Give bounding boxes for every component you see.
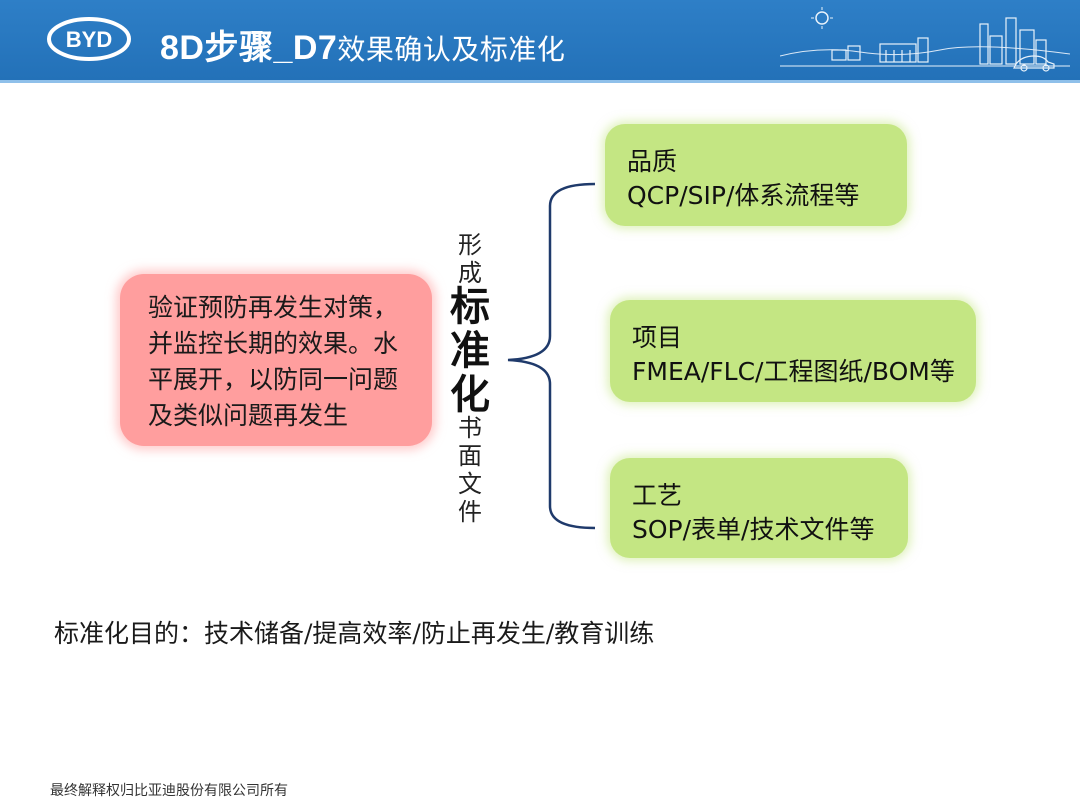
vertical-char-big: 准: [450, 328, 490, 374]
process-title: 工艺: [632, 481, 683, 510]
goal-box: 验证预防再发生对策，并监控长期的效果。水平展开，以防同一问题及类似问题再发生: [120, 274, 432, 446]
header-bar: BYD 8D步骤_D7效果确认及标准化: [0, 0, 1080, 83]
process-detail: SOP/表单/技术文件等: [632, 515, 875, 544]
city-skyline-illustration: [780, 7, 1070, 72]
project-box: 项目 FMEA/FLC/工程图纸/BOM等: [610, 300, 976, 402]
copyright-footer: 最终解释权归比亚迪股份有限公司所有: [50, 783, 288, 799]
title-main: 8D步骤_D7: [160, 29, 338, 67]
vertical-char: 成: [458, 259, 482, 287]
byd-logo: BYD: [47, 17, 131, 61]
vertical-char-big: 化: [450, 372, 490, 418]
quality-box: 品质 QCP/SIP/体系流程等: [605, 124, 907, 226]
standardization-purpose: 标准化目的：技术储备/提高效率/防止再发生/教育训练: [54, 619, 655, 648]
vertical-char: 形: [458, 231, 482, 259]
page-title: 8D步骤_D7效果确认及标准化: [160, 20, 565, 69]
project-title: 项目: [632, 323, 683, 352]
vertical-char: 书: [458, 414, 482, 442]
quality-title: 品质: [627, 147, 678, 176]
curly-brace: [507, 182, 596, 530]
project-detail: FMEA/FLC/工程图纸/BOM等: [632, 357, 955, 386]
logo-text: BYD: [66, 27, 112, 52]
vertical-char-big: 标: [450, 284, 490, 330]
vertical-char: 文: [458, 470, 482, 498]
vertical-char: 件: [458, 498, 482, 526]
vertical-char: 面: [458, 442, 482, 470]
goal-text: 验证预防再发生对策，并监控长期的效果。水平展开，以防同一问题及类似问题再发生: [148, 293, 399, 430]
quality-detail: QCP/SIP/体系流程等: [627, 181, 860, 210]
process-box: 工艺 SOP/表单/技术文件等: [610, 458, 908, 558]
title-sub: 效果确认及标准化: [337, 34, 566, 65]
